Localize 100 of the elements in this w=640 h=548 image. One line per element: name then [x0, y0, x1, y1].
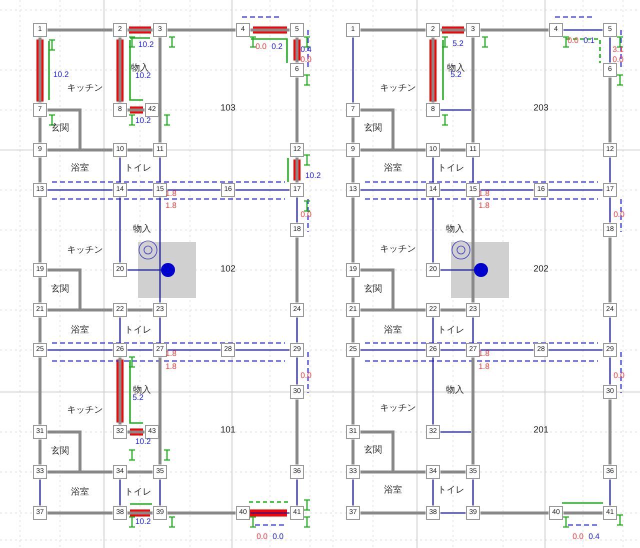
beam-line	[236, 189, 290, 191]
beam-line	[168, 349, 220, 351]
value-label: 10.2	[138, 41, 154, 49]
wall-line	[352, 278, 354, 302]
room-label: 101	[220, 426, 236, 434]
value-label: 10.2	[135, 117, 151, 125]
beam-line	[440, 349, 466, 351]
room-label: 物入	[133, 386, 151, 394]
wall-line	[480, 28, 548, 32]
room-label: 玄関	[364, 446, 382, 454]
room-label: キッチン	[380, 244, 416, 254]
wall-line	[38, 318, 42, 342]
beam-line	[128, 189, 152, 191]
beam-line	[440, 189, 466, 191]
wall-line	[360, 512, 426, 514]
room-label: キッチン	[380, 84, 416, 92]
beam-line	[432, 480, 434, 506]
wall-line	[360, 148, 426, 152]
room-label: 浴室	[71, 488, 89, 496]
room-label: 浴室	[384, 326, 402, 334]
room-label: 玄関	[51, 284, 69, 294]
beam-line	[119, 318, 121, 342]
value-label: 1.8	[478, 202, 490, 210]
wall-line	[38, 278, 42, 302]
wall-line	[38, 158, 42, 182]
beam-line	[480, 349, 534, 351]
value-label: 0.0	[613, 211, 625, 219]
wall-line	[48, 512, 112, 514]
room-label: 201	[533, 426, 549, 434]
beam-line	[472, 480, 474, 506]
wall-line	[352, 440, 354, 464]
wall-line	[352, 198, 354, 262]
beam-line	[472, 158, 474, 182]
value-label: 10.2	[135, 438, 151, 446]
wall-line	[118, 38, 122, 102]
wall-line	[480, 512, 548, 514]
beam-line	[168, 189, 220, 191]
value-label: 5.2	[132, 394, 144, 402]
wall-line	[352, 318, 354, 342]
beam-line	[159, 198, 161, 302]
beam-line	[119, 158, 121, 182]
beam-line	[548, 189, 602, 191]
value-label: 10.2	[135, 72, 151, 80]
room-label: 物入	[447, 64, 465, 72]
value-label: 10.2	[135, 518, 151, 526]
room-label: 物入	[446, 386, 464, 394]
wall-line	[472, 358, 474, 464]
wall-line	[128, 470, 152, 474]
wall-line	[48, 28, 112, 32]
room-label: 玄関	[364, 124, 382, 132]
room-label: 玄関	[51, 446, 69, 456]
value-label: 0.4	[300, 46, 312, 54]
beam-line	[609, 158, 611, 182]
wall-line	[360, 108, 394, 150]
beam-line	[360, 349, 426, 351]
beam-line	[432, 198, 434, 262]
value-label: 0.1	[583, 37, 595, 45]
wall-line	[128, 512, 152, 514]
value-label: 1.8	[478, 350, 490, 358]
room-label: 物入	[446, 224, 464, 234]
wall-line	[38, 440, 42, 464]
wall-line	[608, 78, 612, 142]
room-label: キッチン	[67, 84, 103, 92]
beam-line	[609, 358, 611, 384]
beam-line	[236, 349, 290, 351]
room-label: トイレ	[124, 164, 152, 172]
wall-line	[48, 268, 82, 310]
beam-line	[432, 158, 434, 182]
room-label: 102	[220, 264, 236, 274]
wall-line	[38, 358, 42, 424]
room-label: 物入	[131, 64, 149, 72]
beam-line	[472, 318, 474, 342]
wall-line	[296, 158, 298, 182]
wall-line	[158, 38, 162, 142]
value-label: 1.8	[165, 350, 177, 358]
wall-line	[48, 148, 112, 152]
room-label: 浴室	[384, 486, 402, 494]
value-label: 0.0	[256, 533, 268, 541]
wall-line	[472, 38, 474, 142]
wall-line	[128, 148, 152, 152]
value-label: 1.8	[478, 190, 490, 198]
value-label: 0.0	[567, 37, 579, 45]
value-label: 10.2	[305, 172, 321, 180]
beam-line	[609, 318, 611, 342]
wall-line	[38, 38, 42, 102]
beam-line	[296, 318, 298, 342]
beam-line	[609, 38, 611, 62]
beam-line	[128, 269, 161, 271]
value-label: 0.0	[272, 533, 284, 541]
wall-line	[360, 28, 426, 32]
value-label: 3.1	[612, 46, 624, 54]
beam-line	[48, 349, 112, 351]
wall-line	[38, 118, 42, 142]
wall-line	[48, 108, 82, 150]
value-label: 1.8	[165, 190, 177, 198]
value-label: 10.2	[53, 71, 69, 79]
room-label: キッチン	[67, 406, 103, 414]
wall-line	[48, 308, 112, 312]
wall-line	[564, 512, 602, 514]
beam-line	[296, 480, 298, 506]
